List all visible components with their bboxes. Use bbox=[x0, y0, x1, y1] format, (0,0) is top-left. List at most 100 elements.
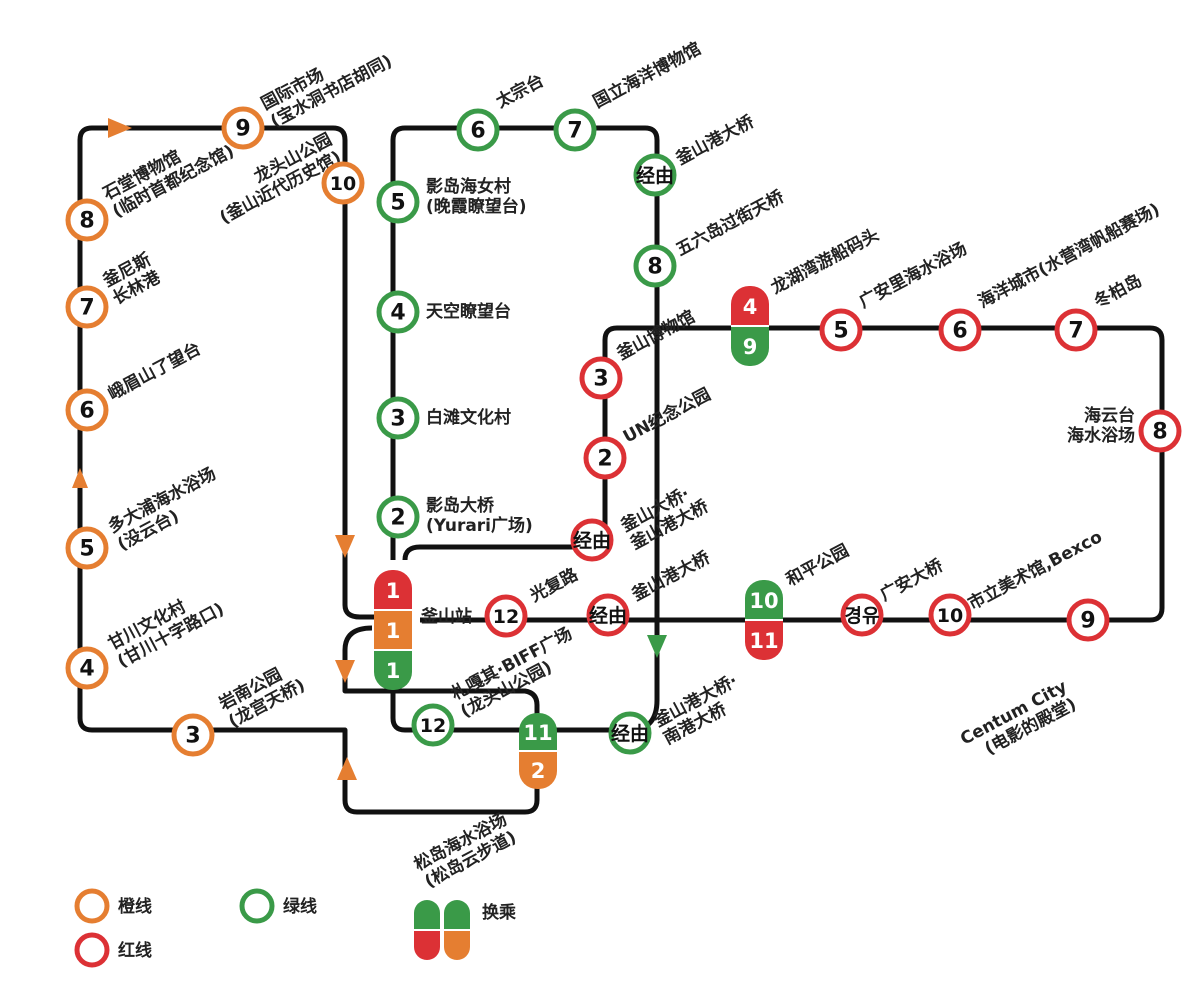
transfer-number: 2 bbox=[531, 759, 546, 783]
station-rv1[interactable]: 经由 bbox=[570, 518, 614, 562]
station-g3[interactable]: 3 bbox=[376, 396, 420, 440]
station-ring bbox=[321, 161, 365, 205]
station-o4[interactable]: 4 bbox=[65, 646, 109, 690]
station-o10[interactable]: 10 bbox=[321, 161, 365, 205]
station-number: 12 bbox=[420, 715, 446, 737]
label-line: 和平公园 bbox=[783, 541, 852, 591]
station-number: 5 bbox=[79, 537, 94, 562]
station-r5[interactable]: 5 bbox=[819, 308, 863, 352]
station-ring bbox=[938, 308, 982, 352]
transfer-segment bbox=[519, 713, 557, 751]
station-name-r2: UN纪念公园 bbox=[619, 384, 714, 448]
label-line: UN纪念公园 bbox=[619, 384, 714, 448]
station-name-g7: 国立海洋博物馆 bbox=[589, 38, 704, 112]
green-route-path bbox=[390, 125, 660, 650]
arrow-up-left bbox=[72, 468, 88, 488]
label-jagalchi: 札嘎其·BIFF广场(龙头山公园) bbox=[447, 623, 585, 723]
station-rk[interactable]: 경유 bbox=[840, 593, 884, 637]
station-name-r7: 冬柏岛 bbox=[1090, 270, 1145, 312]
orange-side-connector bbox=[342, 625, 373, 651]
transfer-number: 9 bbox=[743, 335, 758, 359]
transfer-number: 1 bbox=[386, 619, 401, 643]
station-o7[interactable]: 7 bbox=[65, 285, 109, 329]
station-g2[interactable]: 2 bbox=[376, 495, 420, 539]
station-ring bbox=[633, 153, 677, 197]
station-ring bbox=[570, 518, 614, 562]
station-o8[interactable]: 8 bbox=[65, 198, 109, 242]
label-line: 海洋城市(水营湾帆船赛场) bbox=[974, 199, 1163, 313]
transfer-name-t-busan: 釜山站 bbox=[420, 606, 472, 627]
transfer-t-busan[interactable]: 111 bbox=[374, 570, 412, 690]
station-name-g6: 太宗台 bbox=[492, 70, 547, 112]
station-name-g5: 影岛海女村(晚霞瞭望台) bbox=[426, 176, 527, 217]
transfer-number: 10 bbox=[749, 589, 778, 613]
station-number: 3 bbox=[185, 724, 200, 749]
station-number: 3 bbox=[593, 367, 608, 392]
station-o5[interactable]: 5 bbox=[65, 526, 109, 570]
station-number: 7 bbox=[567, 119, 582, 144]
station-number: 2 bbox=[597, 447, 612, 472]
station-number: 12 bbox=[493, 606, 519, 628]
label-line: 冬柏岛 bbox=[1090, 270, 1145, 312]
transfer-name-t-yongho: 龙湖湾游船码头 bbox=[767, 224, 883, 299]
station-o9[interactable]: 9 bbox=[221, 106, 265, 150]
station-r8[interactable]: 8 bbox=[1138, 409, 1182, 453]
station-r12[interactable]: 12 bbox=[484, 594, 528, 638]
station-r6[interactable]: 6 bbox=[938, 308, 982, 352]
station-name-o4: 甘川文化村(甘川十字路口) bbox=[104, 581, 227, 672]
label-line: 峨眉山了望台 bbox=[104, 338, 204, 404]
station-gv2[interactable]: 经由 bbox=[608, 711, 652, 755]
transfer-t-songdo[interactable]: 112 bbox=[519, 713, 557, 789]
station-name-g3: 白滩文化村 bbox=[426, 407, 511, 428]
station-ring bbox=[1054, 308, 1098, 352]
station-number: 8 bbox=[1152, 420, 1167, 445]
station-o6[interactable]: 6 bbox=[65, 388, 109, 432]
station-r9[interactable]: 9 bbox=[1066, 598, 1110, 642]
station-number: 经由 bbox=[636, 164, 674, 187]
transfer-t-peace[interactable]: 10 11 bbox=[745, 580, 783, 660]
station-number: 3 bbox=[390, 407, 405, 432]
station-ring bbox=[633, 244, 677, 288]
transfer-number: 11 bbox=[749, 629, 778, 653]
station-number: 经由 bbox=[573, 529, 611, 552]
station-g8[interactable]: 8 bbox=[633, 244, 677, 288]
label-line: 釜山港大桥 bbox=[628, 546, 715, 605]
station-ring bbox=[376, 396, 420, 440]
station-number: 6 bbox=[952, 319, 967, 344]
station-g7[interactable]: 7 bbox=[553, 108, 597, 152]
station-number: 经由 bbox=[589, 604, 627, 627]
station-r2[interactable]: 2 bbox=[583, 436, 627, 480]
station-name-r12: 光复路 bbox=[526, 563, 583, 606]
station-name-g8: 五六岛过街天桥 bbox=[672, 186, 788, 261]
station-number: 经由 bbox=[611, 722, 649, 745]
station-r7[interactable]: 7 bbox=[1054, 308, 1098, 352]
station-g5[interactable]: 5 bbox=[376, 180, 420, 224]
legend-orange: 橙线 bbox=[74, 888, 152, 924]
station-g12[interactable]: 12 bbox=[411, 703, 455, 747]
station-name-o7: 釜尼斯长林港 bbox=[99, 248, 165, 309]
transfer-t-yongho[interactable]: 49 bbox=[731, 286, 769, 366]
station-ring bbox=[65, 526, 109, 570]
station-g6[interactable]: 6 bbox=[456, 108, 500, 152]
station-r10[interactable]: 10 bbox=[928, 593, 972, 637]
legend-label: 橙线 bbox=[118, 896, 152, 917]
station-r3[interactable]: 3 bbox=[579, 356, 623, 400]
arrow-right bbox=[108, 118, 132, 138]
red-route-path bbox=[402, 325, 1165, 623]
station-gv1[interactable]: 经由 bbox=[633, 153, 677, 197]
legend-swatch-bottom bbox=[444, 930, 470, 960]
label-line: 五六岛过街天桥 bbox=[672, 186, 788, 261]
station-ring bbox=[840, 593, 884, 637]
legend-swatch-top bbox=[444, 900, 470, 930]
station-labels: 国际市场(宝水洞书店胡同)龙头山公园(釜山近代历史馆)石堂博物馆(临时首都纪念馆… bbox=[99, 38, 1164, 892]
green-route-bottom bbox=[390, 650, 660, 733]
station-rv2[interactable]: 经由 bbox=[586, 593, 630, 637]
station-ring bbox=[171, 713, 215, 757]
station-o3[interactable]: 3 bbox=[171, 713, 215, 757]
station-ring bbox=[583, 436, 627, 480]
station-ring bbox=[579, 356, 623, 400]
legend-ring bbox=[74, 888, 110, 924]
station-g4[interactable]: 4 bbox=[376, 290, 420, 334]
legend: 橙线红线绿线换乘 bbox=[74, 888, 516, 968]
station-name-r8: 海云台海水浴场 bbox=[1067, 405, 1135, 446]
